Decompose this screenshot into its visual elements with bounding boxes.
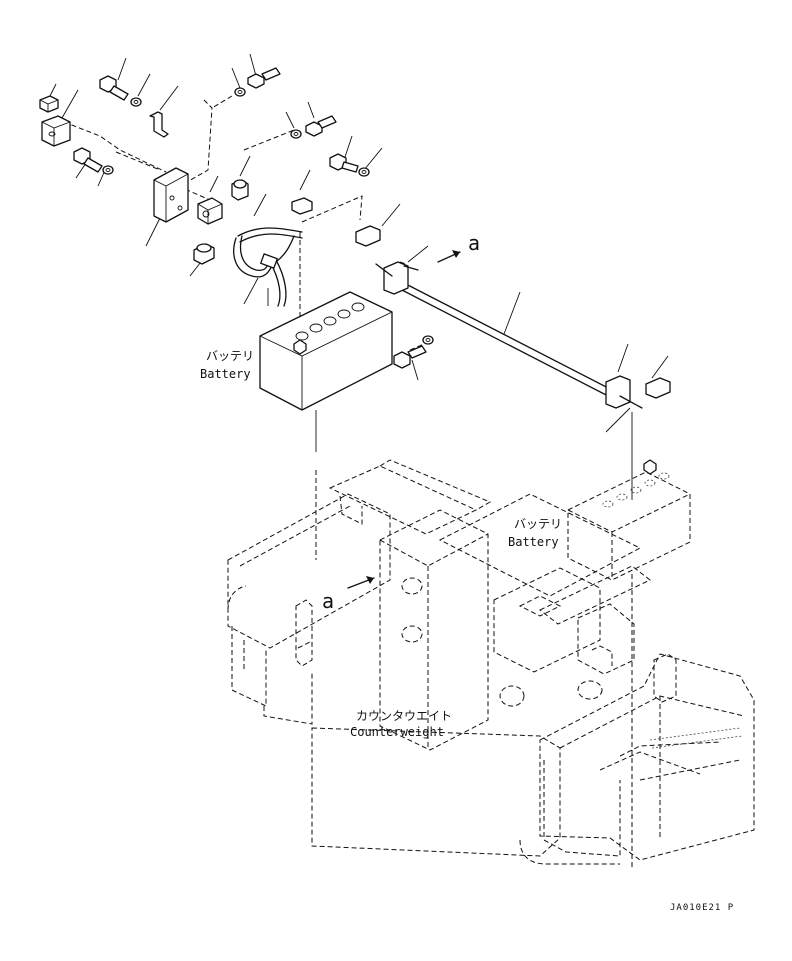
counterweight-assembly bbox=[227, 459, 755, 865]
hardware-parts bbox=[39, 67, 434, 369]
view-marker-label: a bbox=[322, 589, 334, 613]
counterweight-label-en: Counterweight bbox=[350, 725, 444, 739]
counterweight-label: カウンタウエイト Counterweight bbox=[350, 709, 452, 739]
alignment-lines bbox=[63, 95, 633, 870]
counterweight-label-jp: カウンタウエイト bbox=[356, 709, 452, 723]
battery-label-en: Battery bbox=[200, 367, 251, 381]
bracket-parts bbox=[41, 111, 671, 399]
view-marker-label: a bbox=[468, 231, 480, 255]
battery-lower bbox=[567, 459, 691, 581]
battery-label-jp: バッテリ bbox=[206, 349, 254, 363]
battery-upper bbox=[259, 291, 393, 411]
battery-cables bbox=[233, 227, 643, 409]
drawing-code: JA010E21 P bbox=[670, 903, 734, 913]
battery-label-en: Battery bbox=[508, 535, 559, 549]
battery-label-upper: バッテリ Battery bbox=[200, 349, 254, 381]
battery-label-jp: バッテリ bbox=[514, 517, 562, 531]
view-marker-group-1: a bbox=[437, 231, 480, 263]
view-marker-group-2: a bbox=[322, 576, 375, 613]
battery-label-lower: バッテリ Battery bbox=[508, 517, 562, 549]
